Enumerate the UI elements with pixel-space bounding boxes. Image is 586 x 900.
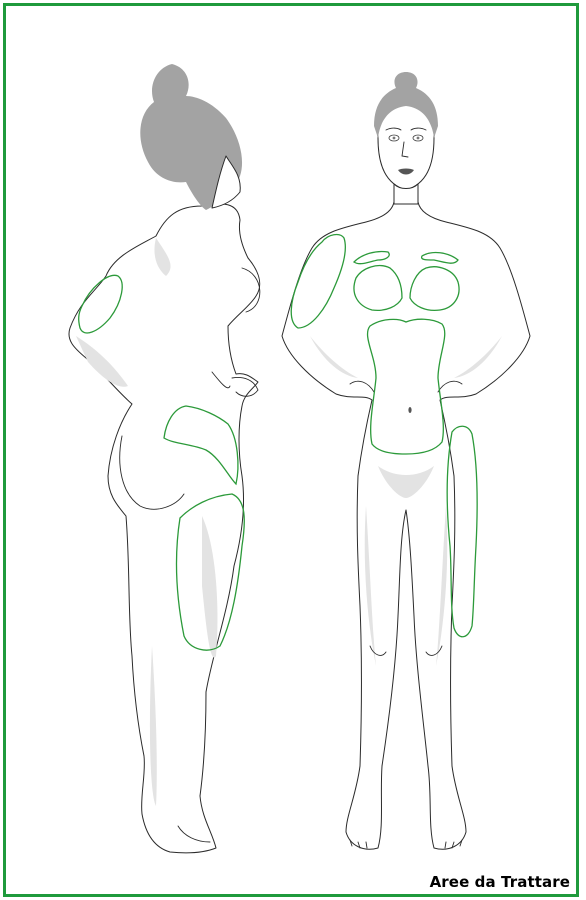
front-figure-outline — [282, 202, 530, 849]
figure-front — [282, 72, 530, 849]
diagram-frame: Aree da Trattare — [3, 3, 579, 897]
body-illustration — [6, 6, 579, 897]
caption-title: Aree da Trattare — [430, 873, 570, 891]
figure-side-back — [69, 64, 260, 853]
side-figure-outline — [69, 204, 260, 853]
